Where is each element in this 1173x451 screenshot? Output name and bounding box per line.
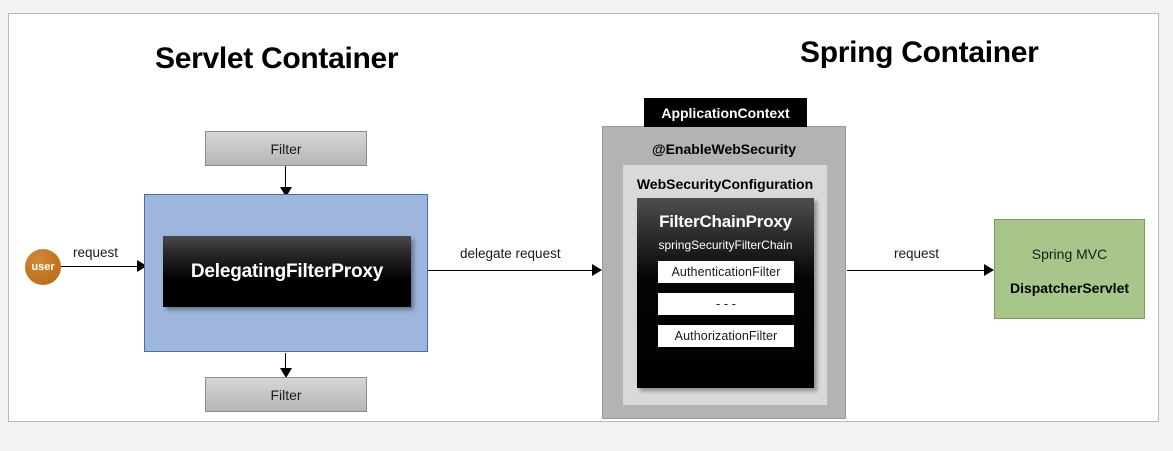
security-filter-list: AuthenticationFilter - - - Authorization…: [658, 261, 794, 357]
arrow-proxy-to-filter-bottom-head: [280, 368, 292, 378]
diagram-card: Servlet Container Spring Container user …: [8, 13, 1159, 422]
filter-chain-proxy-title: FilterChainProxy: [659, 212, 792, 231]
web-security-configuration-box: WebSecurityConfiguration FilterChainProx…: [623, 165, 827, 405]
security-filter-item: - - -: [658, 293, 794, 315]
application-context-label: ApplicationContext: [661, 104, 790, 121]
user-actor-label: user: [31, 261, 55, 273]
dispatcher-servlet-label: DispatcherServlet: [1009, 280, 1130, 296]
security-filter-item-label: AuthenticationFilter: [671, 265, 781, 279]
web-security-configuration-label: WebSecurityConfiguration: [636, 176, 814, 192]
spring-mvc-box: Spring MVC DispatcherServlet: [994, 219, 1145, 319]
servlet-filter-bottom-label: Filter: [270, 386, 302, 403]
spring-mvc-title: Spring MVC: [1031, 246, 1108, 262]
filter-chain-proxy-subtitle: springSecurityFilterChain: [658, 238, 793, 252]
filter-chain-proxy-box: FilterChainProxy springSecurityFilterCha…: [637, 198, 814, 388]
application-context-badge: ApplicationContext: [644, 98, 807, 127]
servlet-container-title: Servlet Container: [155, 42, 399, 75]
arrow-chain-to-mvc-head: [984, 264, 994, 276]
security-filter-item: AuthorizationFilter: [658, 325, 794, 347]
arrow-proxy-to-chain-head: [592, 264, 602, 276]
servlet-container-region: DelegatingFilterProxy: [144, 194, 428, 352]
arrow-user-to-proxy-head: [137, 260, 147, 272]
delegating-filter-proxy-label: DelegatingFilterProxy: [190, 260, 384, 282]
arrow-filter-top-to-proxy: [285, 166, 286, 191]
arrow-filter-top-to-proxy-head: [280, 187, 292, 197]
servlet-filter-top: Filter: [205, 131, 367, 166]
security-filter-item: AuthenticationFilter: [658, 261, 794, 283]
security-filter-item-label: - - -: [716, 297, 736, 311]
arrow-user-to-proxy: [61, 266, 139, 267]
edge-label-user-request: request: [73, 245, 119, 260]
edge-label-mvc-request: request: [894, 246, 940, 261]
application-context-box: @EnableWebSecurity WebSecurityConfigurat…: [602, 126, 846, 419]
edge-label-delegate-request: delegate request: [460, 246, 561, 261]
delegating-filter-proxy-box: DelegatingFilterProxy: [163, 236, 411, 307]
spring-container-title: Spring Container: [800, 36, 1039, 69]
servlet-filter-top-label: Filter: [270, 140, 302, 157]
enable-web-security-label: @EnableWebSecurity: [651, 141, 797, 157]
arrow-proxy-to-filter-bottom: [285, 353, 286, 373]
arrow-chain-to-mvc: [847, 270, 987, 271]
servlet-filter-bottom: Filter: [205, 377, 367, 412]
arrow-proxy-to-chain: [428, 270, 596, 271]
user-actor: user: [25, 249, 61, 285]
security-filter-item-label: AuthorizationFilter: [674, 329, 778, 343]
